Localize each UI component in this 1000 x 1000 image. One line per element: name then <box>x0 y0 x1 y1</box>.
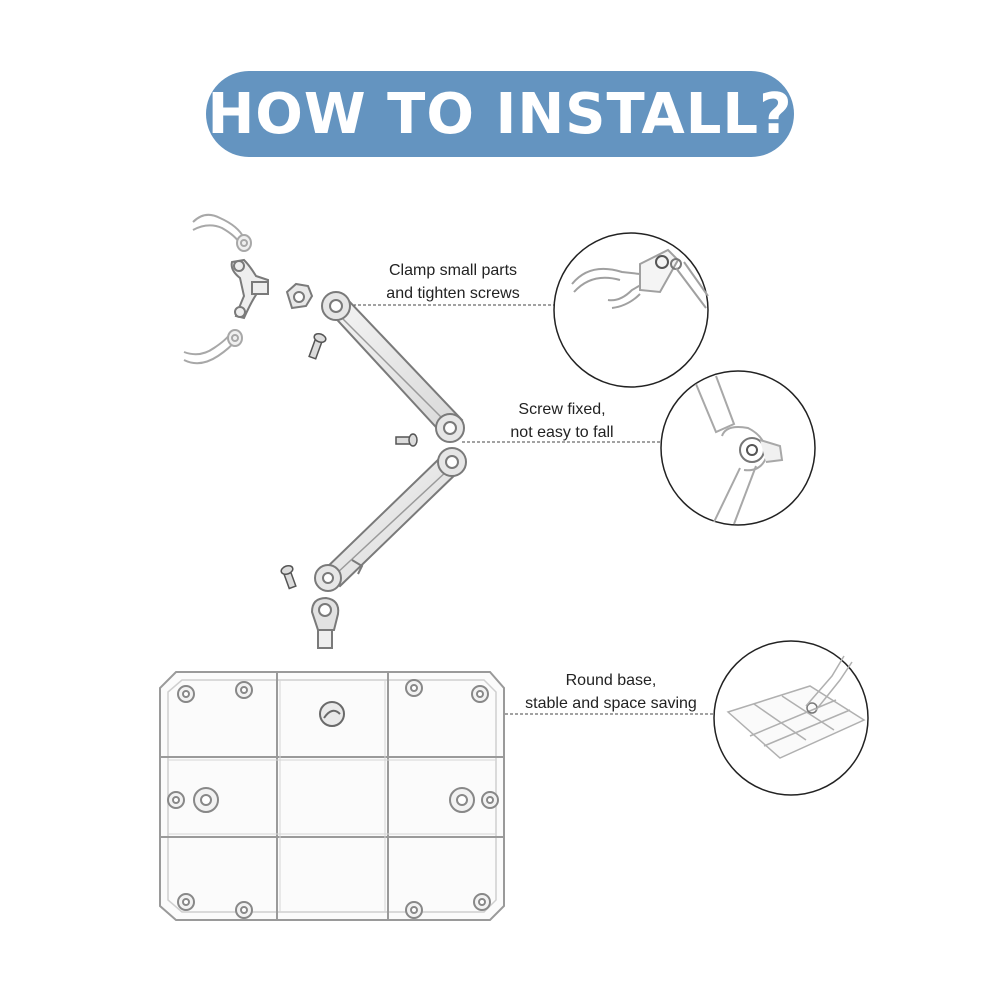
callout-clamp-line1: Clamp small parts <box>388 262 518 279</box>
screw-3 <box>280 564 297 590</box>
callout-base-line2: stable and space saving <box>525 695 697 712</box>
page-title: HOW TO INSTALL? <box>207 81 793 147</box>
callout-screw-line1: Screw fixed, <box>518 401 606 418</box>
detail-circle-base <box>713 640 869 796</box>
callout-screw-line2: not easy to fall <box>510 424 614 441</box>
screw-1 <box>308 332 327 360</box>
clamp-nut <box>285 282 314 310</box>
callout-base-line1: Round base, <box>565 672 657 689</box>
base-joint <box>310 596 340 649</box>
callout-screw: Screw fixed, not easy to fall <box>492 398 632 444</box>
callout-clamp: Clamp small parts and tighten screws <box>368 259 538 305</box>
detail-circle-screw <box>660 370 816 526</box>
clamp-arm-bottom <box>183 329 243 365</box>
screw-2 <box>395 433 418 447</box>
clamp-hinge <box>230 258 269 320</box>
base-plate <box>159 671 505 921</box>
title-banner: HOW TO INSTALL? <box>206 71 794 157</box>
callout-clamp-line2: and tighten screws <box>386 285 520 302</box>
detail-circle-clamp <box>553 232 709 388</box>
upper-arm <box>321 291 465 443</box>
lower-arm <box>314 447 467 592</box>
base-plate-holes <box>167 679 499 919</box>
callout-base: Round base, stable and space saving <box>508 669 714 715</box>
clamp-arm-top <box>192 213 252 252</box>
base-socket <box>319 701 345 727</box>
